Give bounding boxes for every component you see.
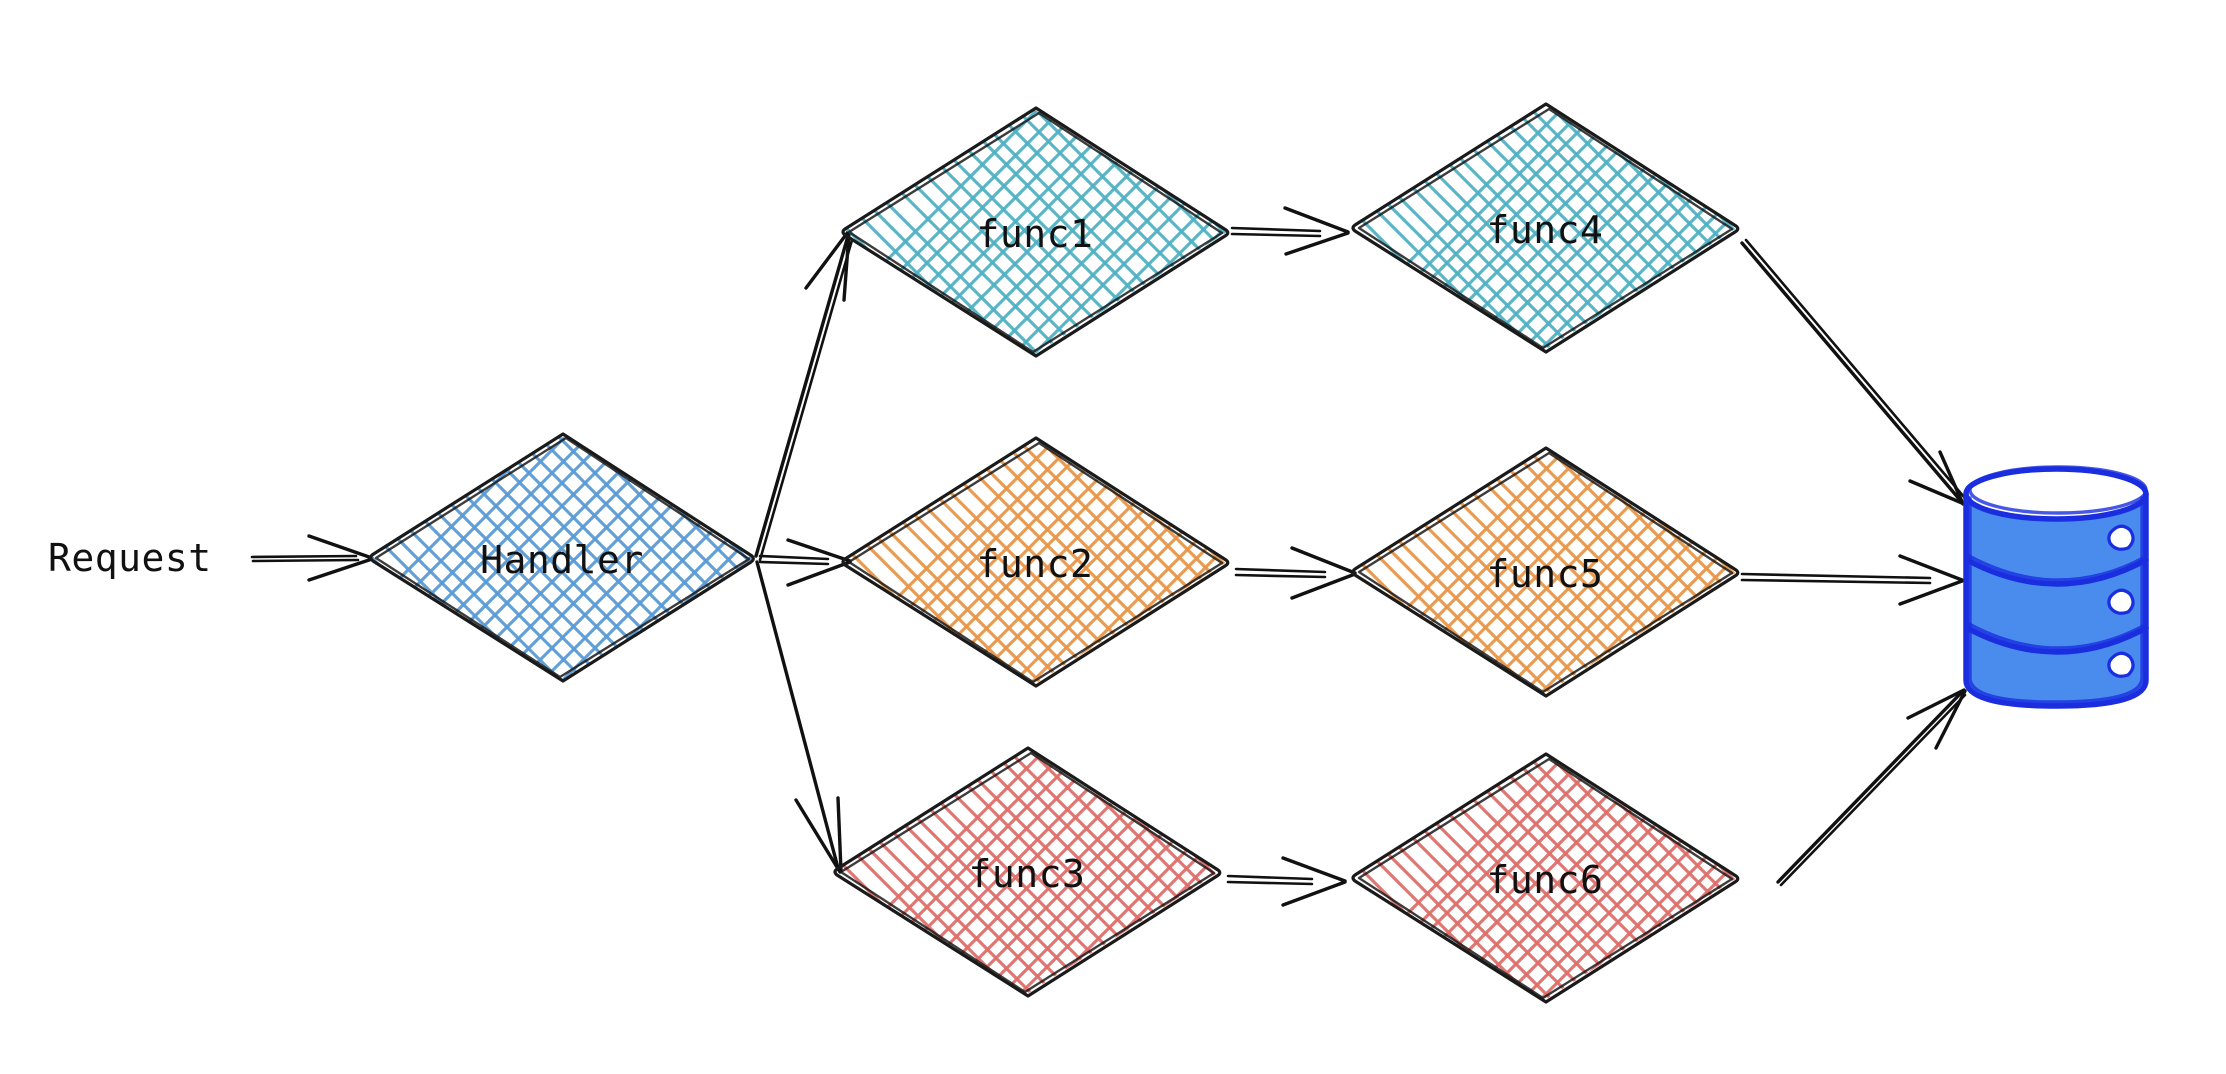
edge-func4-to-database[interactable] bbox=[1740, 238, 1966, 506]
db-indicator-1 bbox=[2107, 524, 2135, 551]
edge-handler-to-func2[interactable] bbox=[758, 538, 852, 587]
node-request[interactable]: Request bbox=[48, 536, 212, 580]
node-func6[interactable]: func6 bbox=[1130, 714, 2045, 1074]
edge-func1-to-func4[interactable] bbox=[1230, 206, 1350, 256]
node-func3[interactable]: func3 bbox=[610, 708, 1525, 1074]
edge-func5-to-database[interactable] bbox=[1740, 554, 1964, 606]
edge-func3-to-func6[interactable] bbox=[1226, 856, 1347, 907]
db-indicator-2 bbox=[2107, 588, 2135, 615]
node-func6-label: func6 bbox=[1487, 858, 1604, 902]
node-func5-label: func5 bbox=[1487, 552, 1604, 596]
func4-hatch-fill bbox=[1353, 106, 1737, 350]
node-database[interactable] bbox=[1963, 465, 2149, 709]
db-indicator-3 bbox=[2107, 651, 2135, 678]
edge-func2-to-func5[interactable] bbox=[1234, 546, 1357, 600]
edge-handler-to-func3[interactable] bbox=[755, 560, 843, 874]
node-handler-label: Handler bbox=[480, 538, 644, 582]
node-func2-label: func2 bbox=[977, 542, 1094, 586]
node-request-label: Request bbox=[48, 536, 212, 580]
node-func3-label: func3 bbox=[969, 852, 1086, 896]
edge-func6-to-database[interactable] bbox=[1776, 688, 1967, 887]
node-func4[interactable]: func4 bbox=[1130, 64, 2045, 543]
node-func1-label: func1 bbox=[977, 212, 1094, 256]
node-func4-label: func4 bbox=[1487, 208, 1604, 252]
edge-request-to-handler[interactable] bbox=[250, 534, 374, 582]
edge-handler-to-func1[interactable] bbox=[754, 230, 854, 562]
